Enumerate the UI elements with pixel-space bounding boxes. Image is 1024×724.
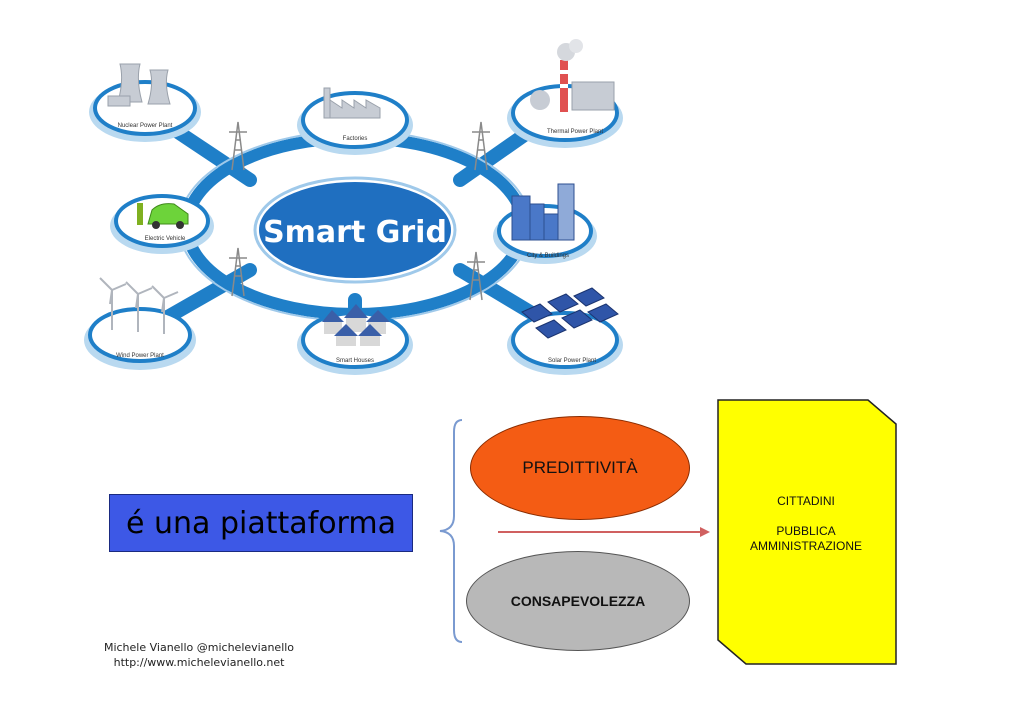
smart-grid-center [259, 182, 451, 278]
node-label-nuclear: Nuclear Power Plant [118, 123, 173, 129]
electric-car-icon [137, 203, 189, 229]
thermal-plant-icon [530, 39, 615, 112]
predittivita-ellipse: PREDITTIVITÀ [470, 416, 690, 520]
node-smart-houses: Smart Houses [297, 304, 413, 375]
node-label-factories: Factories [343, 136, 368, 142]
node-label-solar: Solar Power Plant [548, 358, 596, 364]
document-line-amministrazione: AMMINISTRAZIONE [749, 539, 862, 553]
document-shape [717, 399, 897, 665]
nuclear-plant-icon [107, 63, 171, 107]
node-wind: Wind Power Plant [84, 277, 196, 370]
arrow-icon [498, 527, 710, 537]
credits-url: http://www.michelevianello.net [113, 656, 285, 669]
node-electric-vehicle: Electric Vehicle [110, 194, 214, 254]
city-buildings-icon [511, 183, 575, 241]
document-line-pubblica: PUBBLICA [776, 524, 836, 538]
factory-icon [323, 87, 381, 119]
credits-author: Michele Vianello @michelevianello [103, 641, 295, 654]
platform-box: é una piattaforma [109, 494, 413, 552]
node-nuclear: Nuclear Power Plant [89, 63, 201, 142]
consapevolezza-label: CONSAPEVOLEZZA [510, 593, 646, 609]
wind-turbine-icon [99, 277, 179, 334]
node-factories: Factories [297, 87, 413, 155]
consapevolezza-ellipse: CONSAPEVOLEZZA [466, 551, 690, 651]
center-label: Smart Grid [263, 215, 447, 250]
solar-panels-icon [521, 287, 619, 339]
node-label-electric-vehicle: Electric Vehicle [145, 236, 186, 242]
document-text: CITTADINI PUBBLICA AMMINISTRAZIONE [730, 494, 882, 554]
smart-houses-icon [322, 304, 390, 346]
tower-icon [229, 121, 490, 301]
predittivita-label: PREDITTIVITÀ [522, 458, 638, 477]
platform-label: é una piattaforma [126, 505, 396, 541]
node-label-city-buildings: City & Buildings [527, 253, 569, 259]
smart-grid-diagram: Smart Grid Nuclear Power Plant Factories [84, 39, 623, 375]
credits: Michele Vianello @michelevianello http:/… [94, 640, 304, 670]
node-city-buildings: City & Buildings [493, 183, 597, 264]
node-label-wind: Wind Power Plant [116, 353, 164, 359]
document-line-cittadini: CITTADINI [777, 494, 835, 508]
brace-icon [439, 419, 463, 643]
node-thermal: Thermal Power Plant [507, 39, 623, 148]
node-label-thermal: Thermal Power Plant [547, 129, 603, 135]
node-solar: Solar Power Plant [507, 287, 623, 375]
node-label-smart-houses: Smart Houses [336, 358, 374, 364]
